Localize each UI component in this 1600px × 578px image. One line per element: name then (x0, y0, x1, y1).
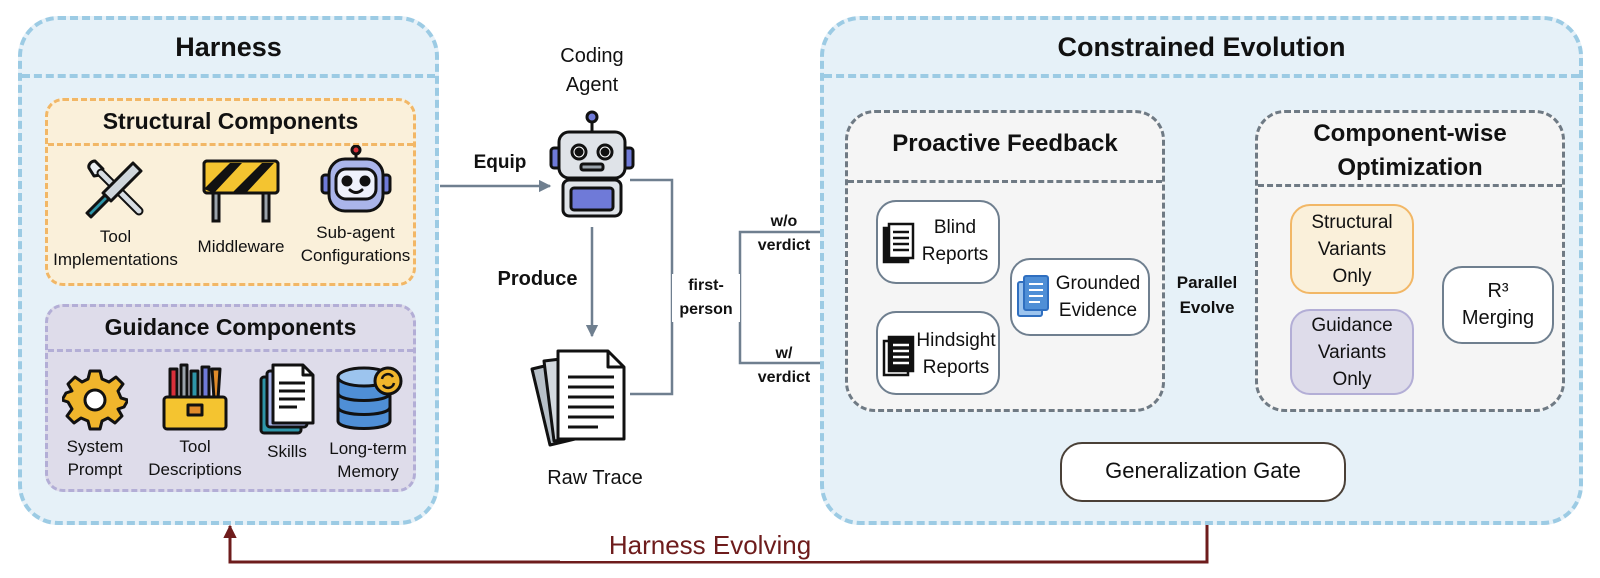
sub-agent-configurations-item: Sub-agent Configurations (293, 145, 418, 267)
grounded-evidence-node: Grounded Evidence (1010, 258, 1150, 336)
system-prompt-label-1: System (66, 437, 124, 456)
tool-implementations-label-1: Tool (99, 227, 132, 246)
tool-implementations-item: Tool Implementations (48, 153, 183, 271)
skills-item: Skills (248, 363, 326, 463)
guidance-divider (48, 349, 413, 352)
document-lines-icon (882, 222, 915, 264)
constrained-evolution-divider (824, 74, 1579, 78)
grounded-evidence-text: Grounded Evidence (1055, 273, 1141, 321)
structural-variants-text: Structural Variants Only (1311, 212, 1393, 287)
coding-agent-label: Coding Agent (560, 45, 624, 96)
r3-merging-node: R³ Merging (1442, 266, 1554, 344)
middleware-label: Middleware (197, 237, 285, 256)
robot-face-icon (320, 145, 391, 213)
guidance-components-box: Guidance Components System Prompt (45, 304, 416, 492)
harness-evolving-loop-arrow (223, 522, 1209, 564)
structural-components-title: Structural Components (102, 108, 359, 134)
guidance-components-title: Guidance Components (104, 314, 357, 340)
harness-panel: Harness Structural Components Tool Imple… (18, 16, 439, 525)
componentwise-optimization-title: Component-wise Optimization (1313, 120, 1507, 181)
tool-descriptions-label-1: Tool (179, 437, 211, 456)
hindsight-reports-node: Hindsight Reports (876, 311, 1000, 395)
first-person-label: first- person (672, 274, 740, 322)
long-term-memory-label-2: Memory (337, 462, 399, 481)
r3-merging-text: R³ Merging (1461, 280, 1535, 329)
harness-evolving-label: Harness Evolving (560, 530, 860, 561)
generalization-gate-node: Generalization Gate (1060, 442, 1346, 502)
gear-icon (62, 369, 128, 431)
tool-descriptions-label-2: Descriptions (148, 460, 242, 479)
harness-divider (22, 74, 435, 78)
documents-icon (259, 363, 315, 435)
parallel-evolve-label: Parallel Evolve (1176, 273, 1238, 317)
guidance-variants-node: Guidance Variants Only (1290, 309, 1414, 395)
sub-agent-label-2: Configurations (300, 246, 411, 265)
sub-agent-label-1: Sub-agent (316, 223, 395, 242)
generalization-gate-text: Generalization Gate (1105, 458, 1301, 483)
middleware-item: Middleware (186, 153, 296, 258)
tool-descriptions-item: Tool Descriptions (140, 363, 250, 481)
constrained-evolution-title: Constrained Evolution (1057, 32, 1346, 62)
hindsight-reports-text: Hindsight Reports (916, 330, 996, 378)
barrier-icon (202, 159, 280, 223)
system-prompt-label-2: Prompt (67, 460, 123, 479)
blind-reports-node: Blind Reports (876, 200, 1000, 284)
long-term-memory-item: Long-term Memory (318, 363, 418, 483)
long-term-memory-label-1: Long-term (329, 439, 407, 458)
coding-agent-robot-icon (549, 110, 635, 218)
raw-trace-documents-icon (530, 349, 626, 447)
produce-label: Produce (497, 268, 578, 290)
proactive-feedback-title: Proactive Feedback (892, 130, 1118, 157)
proactive-feedback-divider (848, 180, 1162, 183)
structural-variants-node: Structural Variants Only (1290, 204, 1414, 294)
database-sync-icon (336, 366, 403, 430)
raw-trace-label: Raw Trace (547, 467, 643, 489)
componentwise-divider (1258, 184, 1562, 187)
document-dark-icon (882, 335, 915, 377)
harness-title: Harness (175, 32, 282, 62)
toolbox-icon (162, 363, 228, 431)
guidance-variants-text: Guidance Variants Only (1311, 315, 1393, 390)
skills-label: Skills (267, 442, 307, 461)
structural-divider (48, 143, 413, 146)
equip-label: Equip (473, 152, 527, 173)
with-verdict-label: w/ verdict (757, 345, 811, 386)
structural-components-box: Structural Components Tool Implementatio… (45, 98, 416, 286)
blind-reports-text: Blind Reports (921, 217, 989, 265)
blue-documents-icon (1017, 275, 1049, 317)
wrench-screwdriver-icon (85, 159, 143, 219)
without-verdict-label: w/o verdict (757, 213, 811, 254)
tool-implementations-label-2: Implementations (53, 250, 178, 269)
system-prompt-item: System Prompt (50, 367, 140, 481)
